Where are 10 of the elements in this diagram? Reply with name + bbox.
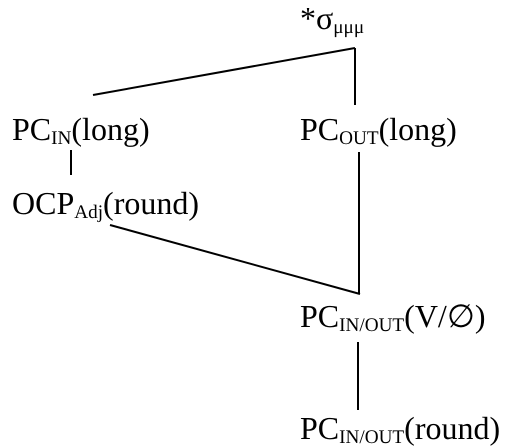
ranking-line [354,48,356,105]
ranking-line [70,150,72,175]
ranking-line [357,342,359,410]
constraint-label: PC$_{OUT}$(long) [300,113,457,145]
ranking-line [92,47,356,96]
ranking-line [110,224,360,295]
constraint-label: PC$_{IN/OUT}$(round) [300,412,500,444]
constraint-label: PC$_{IN}$(long) [12,113,150,145]
ranking-line [358,152,360,294]
constraint-label: PC$_{IN/OUT}$(V/∅) [300,300,486,332]
